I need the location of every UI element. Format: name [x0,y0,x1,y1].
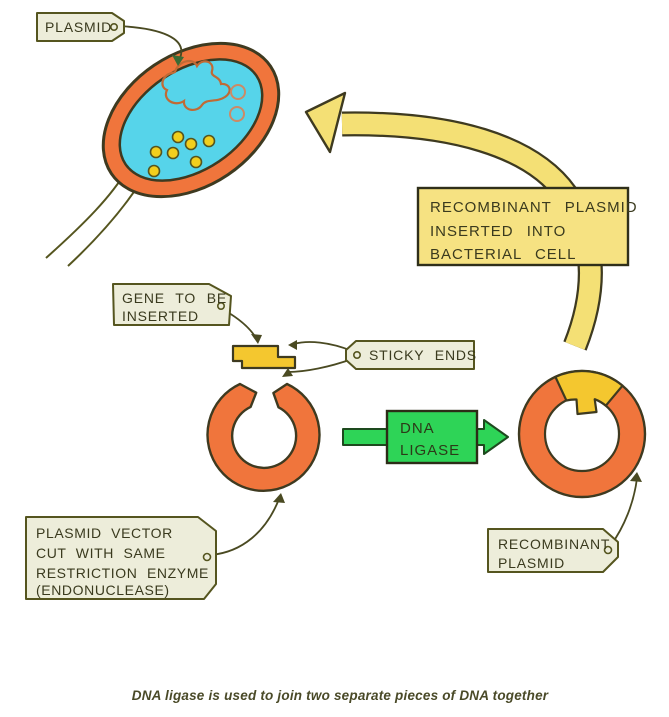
plasmid-loop-icon [161,59,231,111]
plasmid-vector-tag-shape [25,516,217,600]
tag-hole-icon [217,301,226,310]
ribosome-dot-icon [166,146,180,160]
tag-hole-icon [110,22,119,31]
dna-ligase-line1: DNA [400,420,435,437]
vector-tag-line1: PLASMID VECTOR [36,525,173,541]
vector-pointer-line [210,498,280,556]
pointer-arrowhead-icon [251,334,262,344]
sticky-pointer-line-lower [287,358,353,373]
pointer-arrowhead-icon [273,493,285,503]
ribosome-dot-icon [189,155,203,169]
inserted-label-box: RECOMBINANT PLASMID INSERTED INTO BACTER… [416,186,638,267]
ribosome-dot-icon [184,137,198,151]
ribosome-dot-icon [202,134,216,148]
recombinant-tag-line2: PLASMID [498,555,565,571]
gene-tag-line2: INSERTED [122,308,199,324]
pointer-arrowhead-icon [172,55,184,66]
plasmid-pointer-line [117,25,183,59]
dna-ligase-line2: LIGASE [400,442,460,459]
plasmid-tag-label: PLASMID [45,19,112,35]
tag-hole-icon [603,545,613,555]
vesicle-icon [230,84,246,100]
insertion-arrowhead-icon [304,91,347,154]
recombinant-tag-line1: RECOMBINANT [498,536,610,552]
inserted-label-background [416,186,630,267]
pointer-arrowhead-icon [630,472,642,482]
inserted-label-line3: BACTERIAL CELL [430,246,577,263]
inserted-gene-segment [554,369,624,416]
vector-tag-line2: CUT WITH SAME [36,545,166,561]
vesicle-icon [229,106,245,122]
flagellum-icon [45,167,129,259]
sticky-ends-label: STICKY ENDS [369,347,477,363]
sticky-ends-tag: STICKY ENDS [282,340,477,377]
bacterial-cell [45,41,281,267]
ribosome-dots [147,130,216,178]
sticky-pointer-line-upper [293,341,353,352]
sticky-ends-tag-shape [345,340,475,370]
flagellum-icon [67,179,143,267]
inserted-label-line2: INSERTED INTO [430,223,566,240]
plasmid-vector-tag: PLASMID VECTOR CUT WITH SAME RESTRICTION… [25,493,285,600]
tag-hole-icon [202,552,212,562]
dna-ligase-box [385,409,479,465]
pointer-arrowhead-icon [282,368,293,377]
ribosome-dot-icon [147,164,161,178]
inserted-label-line1: RECOMBINANT PLASMID [430,199,638,216]
gene-tag-line1: GENE TO BE [122,290,227,306]
recombinant-plasmid-tag: RECOMBINANT PLASMID [487,472,642,573]
gene-fragment [231,344,297,370]
diagram-caption: DNA ligase is used to join two separate … [132,688,549,703]
gene-tag-shape [112,283,232,326]
vector-tag-line4: (ENDONUCLEASE) [36,582,170,598]
ribosome-dot-icon [149,145,163,159]
ribosome-dot-icon [171,130,185,144]
plasmid-tag: PLASMID [36,12,184,66]
vector-tag-line3: RESTRICTION ENZYME [36,565,209,581]
tag-hole-icon [352,350,361,359]
gene-tag: GENE TO BE INSERTED [112,283,262,344]
recombinant-tag-shape [487,528,619,573]
recombinant-plasmid-ring [517,369,647,499]
cut-plasmid-ring [206,382,321,492]
plasmid-tag-shape [36,12,125,42]
pointer-arrowhead-icon [288,340,297,350]
dna-ligase-arrow: DNA LIGASE [342,409,509,465]
